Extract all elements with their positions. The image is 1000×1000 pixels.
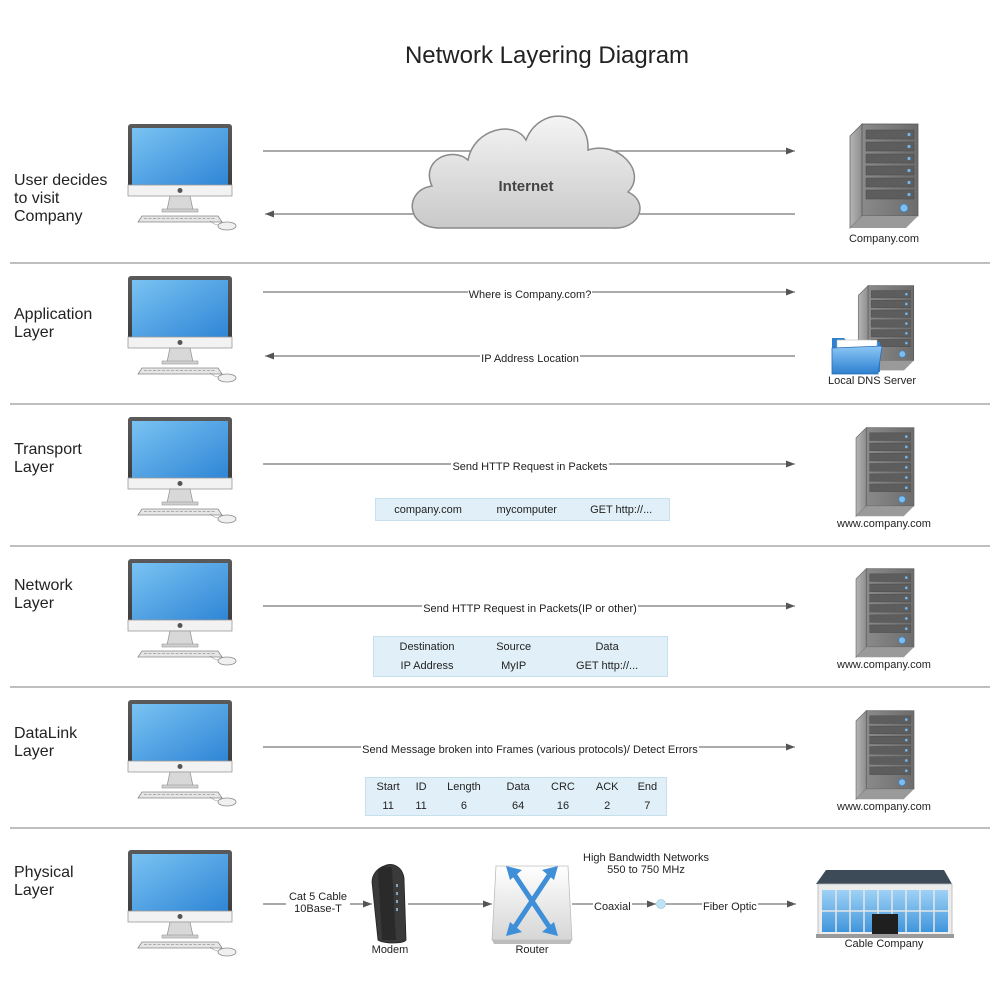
- layer-label-intro: User decides to visit Company: [14, 172, 108, 225]
- frame-cell: 2: [604, 799, 611, 812]
- junction-node: [656, 899, 666, 909]
- server-caption: www.company.com: [837, 518, 931, 530]
- request-label: Send HTTP Request in Packets(IP or other…: [422, 603, 638, 615]
- packet-cell: GET http://...: [576, 660, 639, 673]
- packet-cell: GET http://...: [590, 503, 653, 516]
- frame-cell: 6: [460, 799, 468, 812]
- frame-cell: 7: [644, 799, 651, 812]
- packet-header-cell: Destination: [399, 640, 455, 653]
- layer-label-datalink: DataLink Layer: [14, 725, 78, 760]
- server-caption: www.company.com: [837, 659, 931, 671]
- server-icon: [855, 568, 915, 658]
- frame-header-cell: ACK: [595, 781, 619, 794]
- frame-cell: 11: [382, 799, 394, 812]
- folder-icon: [831, 338, 883, 375]
- request-label: Where is Company.com?: [467, 289, 593, 301]
- layer-label-physical: Physical Layer: [14, 864, 74, 899]
- diagram-title: Network Layering Diagram: [404, 42, 690, 69]
- layer-label-application: Application Layer: [14, 306, 93, 341]
- cloud-label: Internet: [498, 178, 554, 195]
- modem-icon: [371, 864, 407, 944]
- server-caption: www.company.com: [837, 801, 931, 813]
- layer-label-transport: Transport Layer: [14, 441, 82, 476]
- server-icon: [855, 710, 915, 800]
- cable-label: Cat 5 Cable 10Base-T: [286, 891, 350, 915]
- response-label: IP Address Location: [480, 353, 580, 365]
- computer-icon: [127, 275, 237, 383]
- server-caption: Local DNS Server: [827, 375, 917, 387]
- computer-icon: [127, 123, 237, 231]
- cloud-icon: [411, 115, 641, 229]
- packet-header-cell: Data: [595, 640, 619, 653]
- packet-header-cell: Source: [496, 640, 532, 653]
- coaxial-label: Coaxial: [593, 901, 632, 913]
- request-label: Send Message broken into Frames (various…: [361, 744, 699, 756]
- computer-icon: [127, 416, 237, 524]
- packet-cell: IP Address: [400, 660, 454, 673]
- request-label: Send HTTP Request in Packets: [451, 461, 609, 473]
- router-caption: Router: [515, 944, 549, 956]
- building-icon: [816, 870, 954, 938]
- packet-cell: MyIP: [501, 660, 527, 673]
- fiber-optic-label: Fiber Optic: [702, 901, 758, 913]
- building-caption: Cable Company: [844, 938, 924, 950]
- server-caption: Company.com: [848, 233, 920, 245]
- frame-header-cell: ID: [415, 781, 427, 794]
- frame-header-cell: End: [637, 781, 658, 794]
- frame-header-cell: Data: [506, 781, 530, 794]
- layer-label-network: Network Layer: [14, 577, 73, 612]
- server-icon: [855, 427, 915, 517]
- frame-table: Start ID Length Data CRC ACK End 11 11 6…: [365, 777, 667, 816]
- server-icon: [849, 123, 919, 229]
- packet-table: company.com mycomputer GET http://...: [375, 498, 670, 521]
- modem-caption: Modem: [371, 944, 409, 956]
- packet-cell: mycomputer: [496, 503, 557, 516]
- computer-icon: [127, 849, 237, 957]
- packet-table: Destination Source Data IP Address MyIP …: [373, 636, 668, 677]
- frame-header-cell: CRC: [551, 781, 575, 794]
- frame-cell: 16: [556, 799, 570, 812]
- packet-cell: company.com: [394, 503, 462, 516]
- computer-icon: [127, 558, 237, 666]
- frame-header-cell: Length: [447, 781, 481, 794]
- frame-cell: 64: [512, 799, 525, 812]
- router-icon: [491, 865, 573, 944]
- computer-icon: [127, 699, 237, 807]
- frame-header-cell: Start: [376, 781, 400, 794]
- networks-label: High Bandwidth Networks 550 to 750 MHz: [583, 852, 709, 876]
- frame-cell: 11: [415, 799, 427, 812]
